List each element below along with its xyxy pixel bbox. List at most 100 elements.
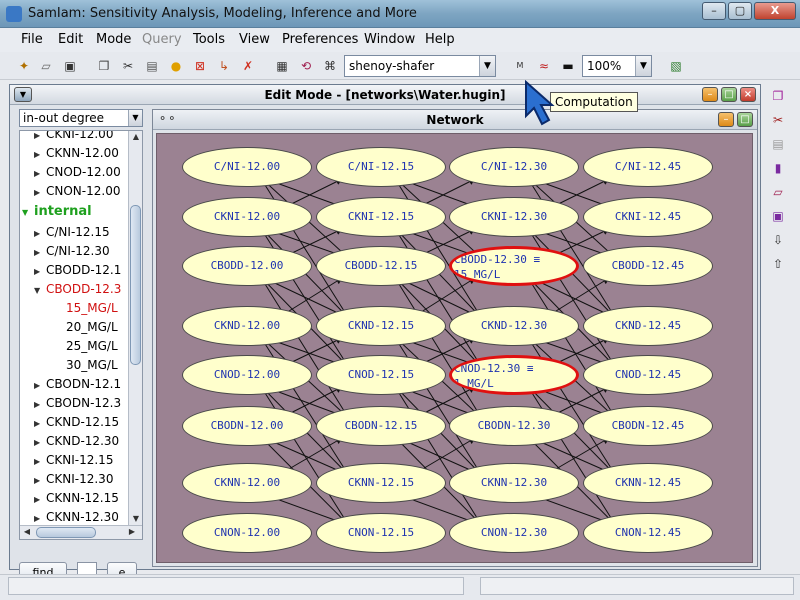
network-node[interactable]: CKNN-12.15 xyxy=(316,463,446,503)
tree-item[interactable]: ▶CNOD-12.00 xyxy=(34,163,121,182)
collapsed-toggle-icon[interactable]: ▶ xyxy=(34,476,41,485)
network-icon[interactable]: ⌘ xyxy=(324,59,336,73)
network-node[interactable]: CBODN-12.30 xyxy=(449,406,579,446)
add-edge-icon[interactable]: ↳ xyxy=(218,59,230,73)
network-node[interactable]: CNON-12.00 xyxy=(182,513,312,553)
tree-state-selected[interactable]: 15_MG/L xyxy=(66,299,118,318)
console-icon[interactable]: ▬ xyxy=(562,59,574,73)
network-node[interactable]: CBODN-12.45 xyxy=(583,406,713,446)
network-node[interactable]: C/NI-12.00 xyxy=(182,147,312,187)
tree-item[interactable]: ▶CBODD-12.1 xyxy=(34,261,121,280)
frame-menu-icon[interactable]: ▼ xyxy=(14,87,32,102)
minimize-button[interactable]: – xyxy=(702,2,726,20)
network-node-evidence[interactable]: CBODD-12.30 ≡ 15_MG/L xyxy=(449,246,579,286)
tree-item[interactable]: ▶CKND-12.15 xyxy=(34,413,119,432)
tree-item-expanded[interactable]: ▼CBODD-12.3 xyxy=(34,280,121,299)
menu-query[interactable]: Query xyxy=(142,32,182,47)
edit-mode-titlebar[interactable]: ▼ Edit Mode - [networks\Water.hugin] – □… xyxy=(10,85,760,105)
menu-edit[interactable]: Edit xyxy=(58,32,84,47)
network-node[interactable]: CKND-12.45 xyxy=(583,306,713,346)
network-node[interactable]: CKNN-12.45 xyxy=(583,463,713,503)
network-node[interactable]: CBODD-12.45 xyxy=(583,246,713,286)
tree-state[interactable]: 25_MG/L xyxy=(66,337,118,356)
network-node[interactable]: C/NI-12.15 xyxy=(316,147,446,187)
add-node-icon[interactable]: ● xyxy=(170,59,182,73)
tree-item[interactable]: ▶CKNN-12.00 xyxy=(34,144,119,163)
zoom-select[interactable]: 100% ▼ xyxy=(582,55,652,77)
maximize-button[interactable]: ▢ xyxy=(728,2,752,20)
cut-icon[interactable]: ✂ xyxy=(772,113,784,127)
tree-horizontal-scrollbar[interactable]: ◀ ▶ xyxy=(20,525,142,539)
collapsed-toggle-icon[interactable]: ▶ xyxy=(34,400,41,409)
layout-icon[interactable]: ⟲ xyxy=(300,59,312,73)
network-node[interactable]: CKNI-12.45 xyxy=(583,197,713,237)
tree-state[interactable]: 30_MG/L xyxy=(66,356,118,375)
network-node-evidence[interactable]: CNOD-12.30 ≡ 1_MG/L xyxy=(449,355,579,395)
tree-vertical-scrollbar[interactable]: ▲ ▼ xyxy=(128,131,142,527)
tree-item[interactable]: ▶CBODN-12.1 xyxy=(34,375,121,394)
menu-view[interactable]: View xyxy=(239,32,270,47)
import-icon[interactable]: ⇩ xyxy=(772,233,784,247)
new-network-icon[interactable]: ✦ xyxy=(18,59,30,73)
network-node[interactable]: CKNI-12.15 xyxy=(316,197,446,237)
copy-icon[interactable]: ❐ xyxy=(98,59,110,73)
save-icon[interactable]: ▣ xyxy=(772,209,784,223)
tree-item[interactable]: ▶CNON-12.00 xyxy=(34,182,120,201)
collapsed-toggle-icon[interactable]: ▶ xyxy=(34,248,41,257)
expanded-toggle-icon[interactable]: ▼ xyxy=(34,286,41,295)
delete-node-icon[interactable]: ⊠ xyxy=(194,59,206,73)
tree-item[interactable]: ▶CKNI-12.15 xyxy=(34,451,113,470)
tree-horizontal-scroll-thumb[interactable] xyxy=(36,527,96,538)
collapsed-toggle-icon[interactable]: ▶ xyxy=(34,381,41,390)
network-node[interactable]: CNOD-12.15 xyxy=(316,355,446,395)
frame-maximize-button[interactable]: □ xyxy=(721,87,737,102)
collapsed-toggle-icon[interactable]: ▶ xyxy=(34,495,41,504)
tree-item[interactable]: ▶C/NI-12.30 xyxy=(34,242,110,261)
tree-state[interactable]: 20_MG/L xyxy=(66,318,118,337)
tree-item[interactable]: ▶CKNI-12.00 xyxy=(34,131,113,144)
save-icon[interactable]: ▣ xyxy=(64,59,76,73)
collapsed-toggle-icon[interactable]: ▶ xyxy=(34,457,41,466)
query-mode-icon[interactable]: ▧ xyxy=(670,59,682,73)
network-node[interactable]: CKND-12.15 xyxy=(316,306,446,346)
collapsed-toggle-icon[interactable]: ▶ xyxy=(34,438,41,447)
collapsed-toggle-icon[interactable]: ▶ xyxy=(34,169,41,178)
network-maximize-button[interactable]: □ xyxy=(737,112,753,127)
chevron-down-icon[interactable]: ▼ xyxy=(479,56,495,76)
network-node[interactable]: CNON-12.15 xyxy=(316,513,446,553)
network-node[interactable]: CBODD-12.00 xyxy=(182,246,312,286)
network-minimize-button[interactable]: – xyxy=(718,112,734,127)
scroll-left-icon[interactable]: ◀ xyxy=(23,527,31,536)
collapsed-toggle-icon[interactable]: ▶ xyxy=(34,267,41,276)
collapsed-toggle-icon[interactable]: ▶ xyxy=(34,131,41,140)
network-node[interactable]: CBODD-12.15 xyxy=(316,246,446,286)
menu-help[interactable]: Help xyxy=(425,32,455,47)
close-button[interactable]: X xyxy=(754,2,796,20)
network-node[interactable]: CKNN-12.00 xyxy=(182,463,312,503)
paste-icon[interactable]: ▤ xyxy=(772,137,784,151)
scroll-down-icon[interactable]: ▼ xyxy=(132,514,140,523)
tree-item[interactable]: ▶CKNN-12.15 xyxy=(34,489,119,508)
network-node[interactable]: CNON-12.45 xyxy=(583,513,713,553)
menu-window[interactable]: Window xyxy=(364,32,416,47)
delete-edge-icon[interactable]: ✗ xyxy=(242,59,254,73)
sort-select[interactable]: in-out degree ▼ xyxy=(19,109,143,127)
network-node[interactable]: CBODN-12.00 xyxy=(182,406,312,446)
tree-item[interactable]: ▶CKNN-12.30 xyxy=(34,508,119,527)
tree-item[interactable]: ▶CKND-12.30 xyxy=(34,432,119,451)
chevron-down-icon[interactable]: ▼ xyxy=(635,56,651,76)
frame-close-button[interactable]: × xyxy=(740,87,756,102)
tree-vertical-scroll-thumb[interactable] xyxy=(130,205,141,365)
computation-icon[interactable]: ≈ xyxy=(538,59,550,73)
tree-group-internal[interactable]: ▼internal xyxy=(22,202,92,221)
collapsed-toggle-icon[interactable]: ▶ xyxy=(34,419,41,428)
collapsed-toggle-icon[interactable]: ▶ xyxy=(34,229,41,238)
select-icon[interactable]: ▮ xyxy=(774,161,782,175)
network-node[interactable]: CKNN-12.30 xyxy=(449,463,579,503)
network-node[interactable]: CKNI-12.30 xyxy=(449,197,579,237)
cpt-icon[interactable]: ▦ xyxy=(276,59,288,73)
scroll-up-icon[interactable]: ▲ xyxy=(132,132,140,141)
network-node[interactable]: CKND-12.30 xyxy=(449,306,579,346)
copy-icon[interactable]: ❐ xyxy=(772,89,784,103)
algorithm-select[interactable]: shenoy-shafer ▼ xyxy=(344,55,496,77)
